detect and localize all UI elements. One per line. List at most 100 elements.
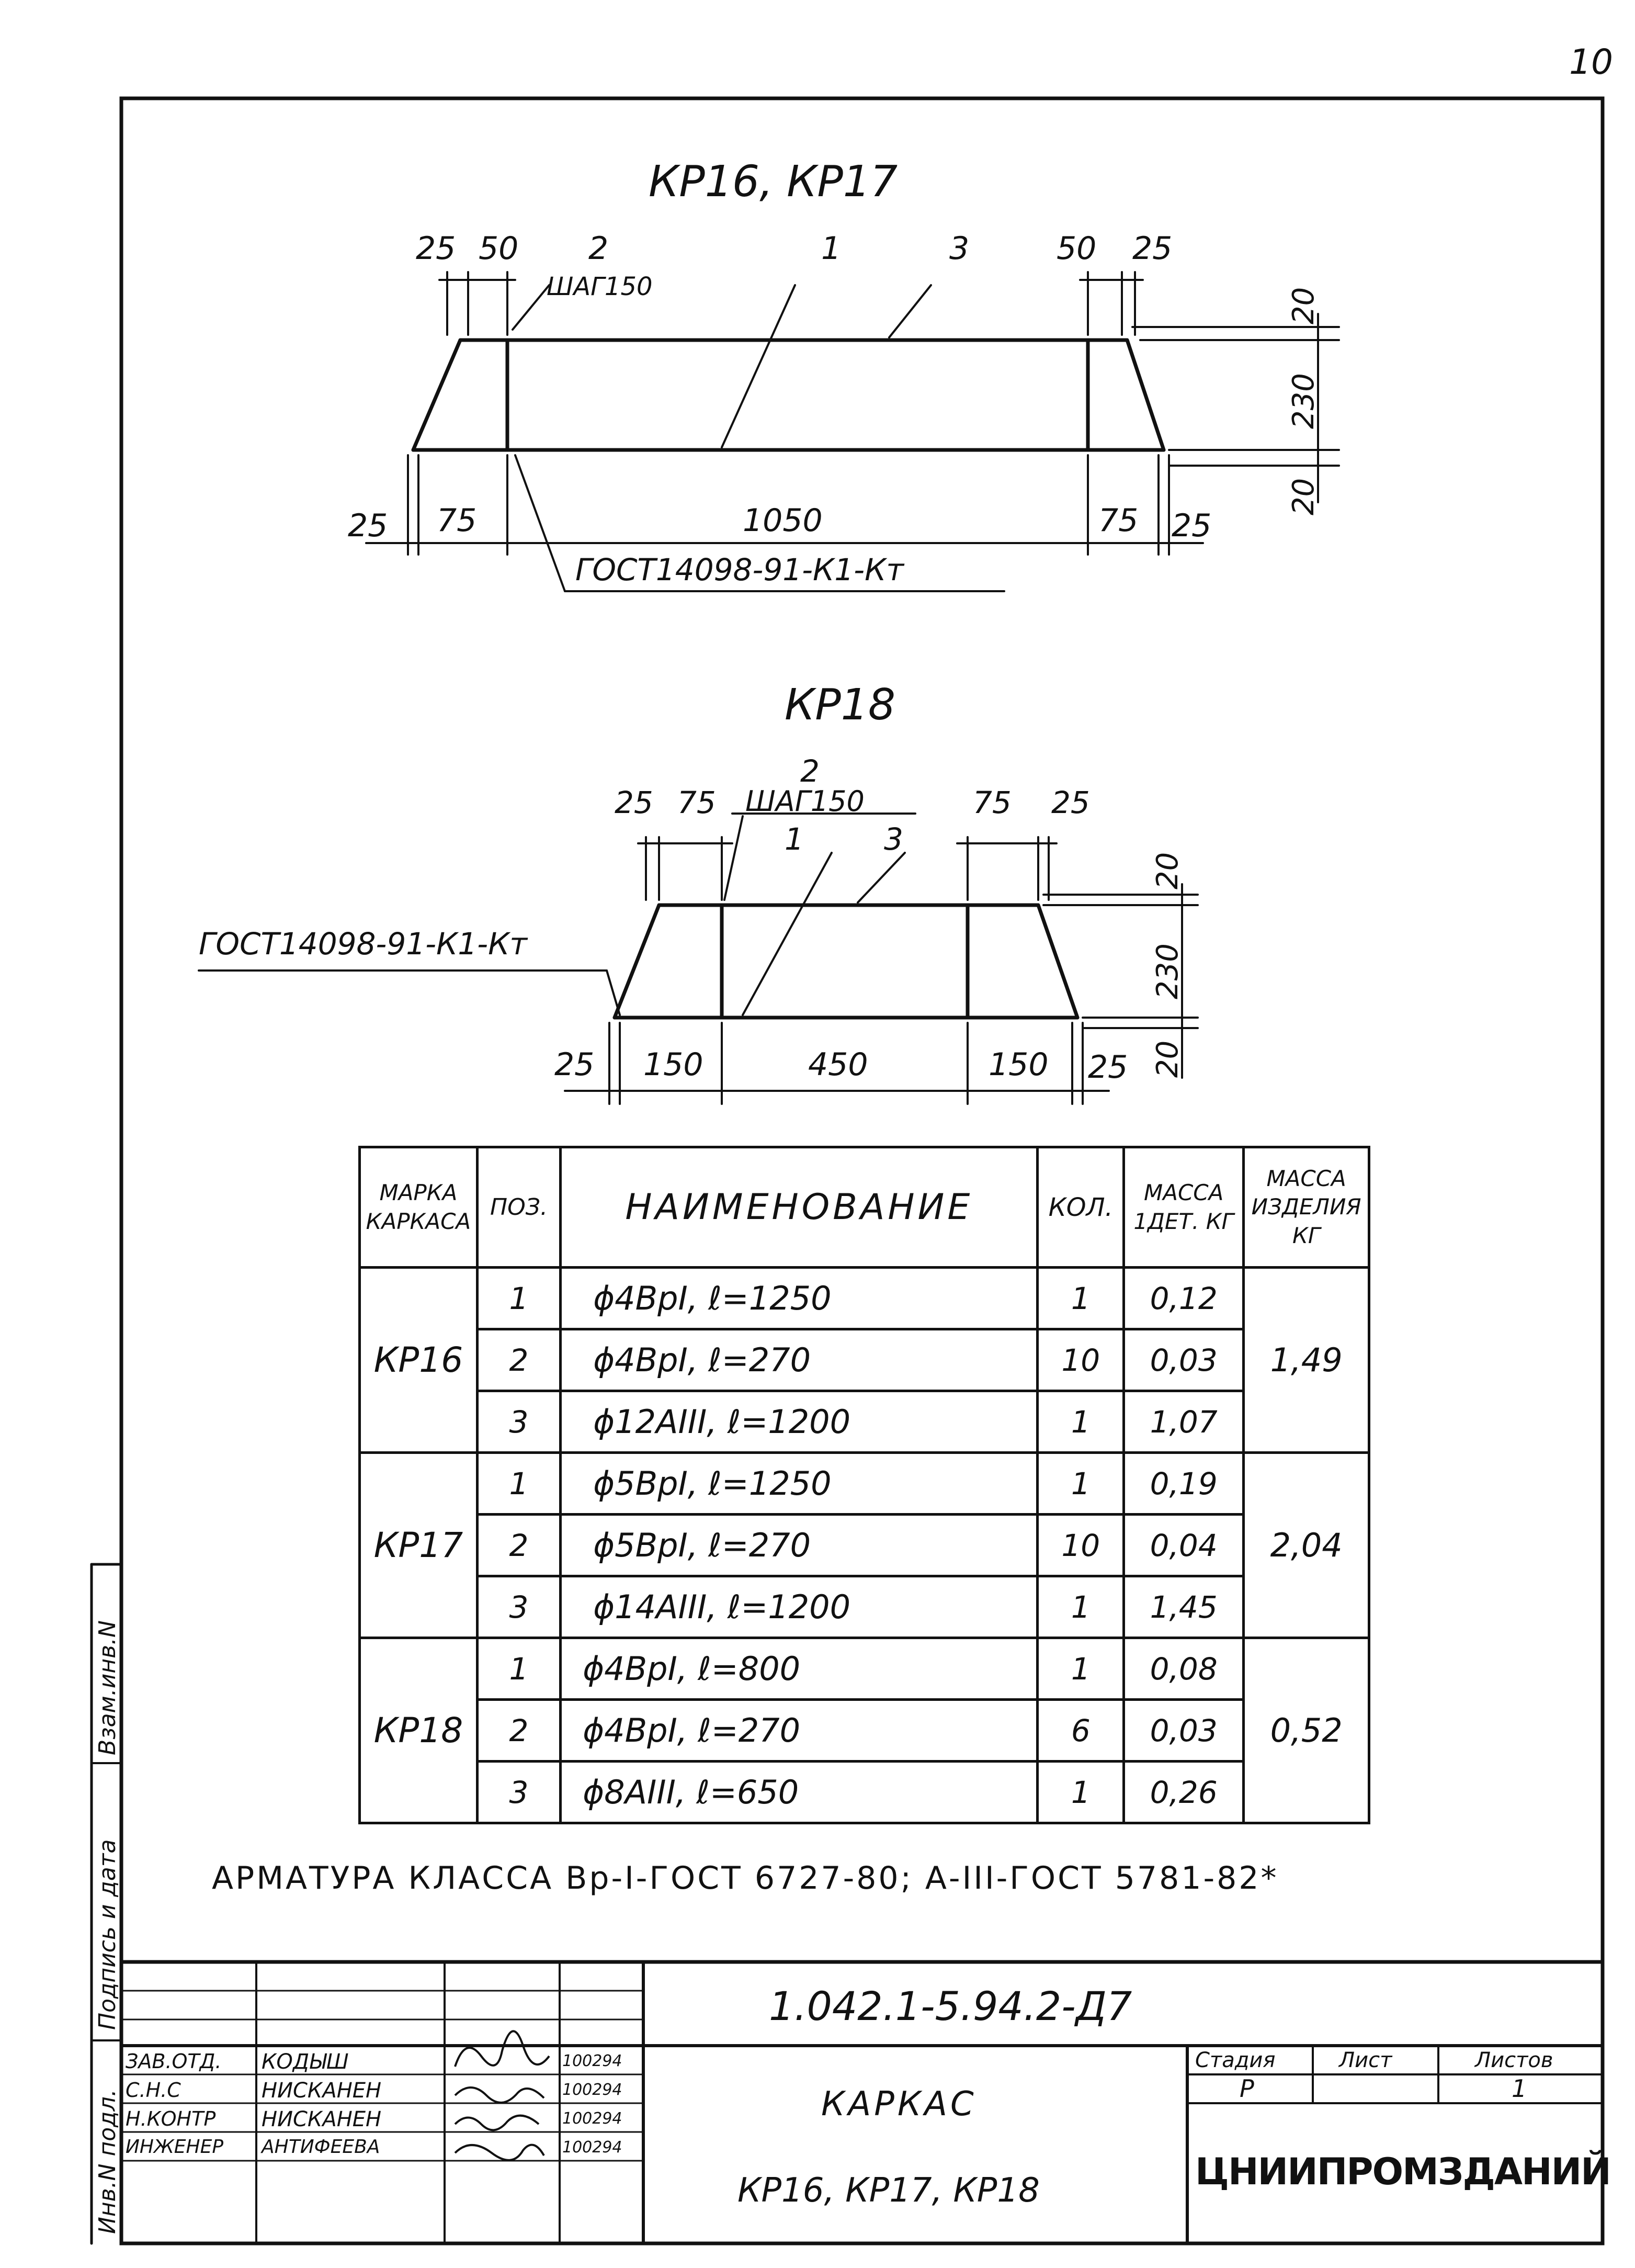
dimension-lines-2 [198,813,1199,1105]
signature-date: 100294 [562,2052,622,2070]
header-mark: МАРКА КАРКАСА [358,1146,479,1269]
mass-cell: 0,04 [1122,1513,1245,1577]
name-cell: ϕ8АIII, ℓ=650 [559,1760,1039,1824]
dim-25-bottom-right: 25 [1172,507,1212,544]
gost-label-1: ГОСТ14098-91-К1-Кт [575,552,904,588]
qty-cell: 10 [1036,1513,1126,1577]
qty-cell: 6 [1036,1698,1126,1763]
mark-cell: КР17 [358,1451,479,1639]
header-qty: КОЛ. [1036,1146,1126,1269]
table-row: 2 ϕ4ВрI, ℓ=270 6 0,03 [360,1698,1369,1763]
pos-cell: 2 [475,1513,562,1577]
signature-name: НИСКАНЕН [262,2107,382,2131]
dim-75-bottom-left: 75 [437,502,477,539]
qty-cell: 1 [1036,1637,1126,1701]
total-cell: 0,52 [1242,1637,1370,1824]
header-pos: ПОЗ. [475,1146,562,1269]
dim-25-bottom-right-2: 25 [1088,1049,1128,1086]
name-cell: ϕ12АIII, ℓ=1200 [559,1390,1039,1454]
mass-cell: 0,08 [1122,1637,1245,1701]
signature-name: АНТИФЕЕВА [262,2136,380,2158]
signature-date: 100294 [562,2081,622,2099]
sheets-header: Листов [1475,2048,1553,2072]
signature-mark [454,2086,545,2104]
dim-50-right-top: 50 [1057,230,1097,267]
step-label-2: ШАГ150 [745,785,865,818]
dim-25-right-top: 25 [1132,230,1173,267]
signature-mark [454,2143,545,2161]
dim-25-bottom-left-2: 25 [554,1046,595,1083]
signature-name: НИСКАНЕН [262,2079,382,2103]
dim-75-right-top-2: 75 [973,785,1012,820]
total-cell: 1,49 [1242,1266,1370,1454]
table-row: 2 ϕ4ВрI, ℓ=270 10 0,03 [360,1328,1369,1392]
qty-cell: 10 [1036,1328,1126,1392]
table-row: 2 ϕ5ВрI, ℓ=270 10 0,04 [360,1513,1369,1577]
pos-2-label-2: 2 [800,753,820,789]
name-cell: ϕ4ВрI, ℓ=800 [559,1637,1039,1701]
title-line-2: КР16, КР17, КР18 [737,2171,1040,2210]
signature-role: С.Н.С [126,2079,181,2102]
page-number: 10 [1569,42,1613,82]
mass-cell: 1,07 [1122,1390,1245,1454]
pos-2-label: 2 [588,230,609,267]
pos-cell: 1 [475,1637,562,1701]
name-cell: ϕ5ВрI, ℓ=1250 [559,1451,1039,1516]
signature-name: КОДЫШ [262,2050,349,2074]
name-cell: ϕ4ВрI, ℓ=270 [559,1328,1039,1392]
qty-cell: 1 [1036,1266,1126,1330]
sheets-value: 1 [1512,2074,1527,2103]
frame-drawing-kr18 [612,903,1080,1020]
total-cell: 2,04 [1242,1451,1370,1639]
sheet-header: Лист [1339,2048,1392,2072]
name-cell: ϕ14АIII, ℓ=1200 [559,1575,1039,1639]
pos-1-label-2: 1 [785,821,804,857]
mark-cell: КР16 [358,1266,479,1454]
signature-role: ЗАВ.ОТД. [126,2050,222,2073]
mass-cell: 0,03 [1122,1698,1245,1763]
dim-150-bottom-left-2: 150 [643,1046,703,1083]
mass-cell: 0,26 [1122,1760,1245,1824]
reinforcement-note: АРМАТУРА КЛАССА Вр-I-ГОСТ 6727-80; А-III… [212,1860,1279,1897]
header-name: НАИМЕНОВАНИЕ [559,1146,1039,1269]
pos-cell: 3 [475,1390,562,1454]
name-cell: ϕ5ВрI, ℓ=270 [559,1513,1039,1577]
mass-cell: 0,12 [1122,1266,1245,1330]
dim-75-left-top-2: 75 [677,785,716,820]
signature-date: 100294 [562,2109,622,2128]
mass-cell: 0,19 [1122,1451,1245,1516]
dim-75-bottom-right: 75 [1098,502,1139,539]
table-row: КР16 1 ϕ4ВрI, ℓ=1250 1 0,12 1,49 [358,1266,1370,1454]
signature-role: Н.КОНТР [126,2107,216,2130]
pos-cell: 3 [475,1575,562,1639]
pos-cell: 1 [475,1266,562,1330]
pos-cell: 2 [475,1698,562,1763]
qty-cell: 1 [1036,1390,1126,1454]
mass-cell: 0,03 [1122,1328,1245,1392]
dim-450-bottom-2: 450 [808,1046,868,1083]
name-cell: ϕ4ВрI, ℓ=1250 [559,1266,1039,1330]
signature-role: ИНЖЕНЕР [126,2136,224,2158]
mass-cell: 1,45 [1122,1575,1245,1639]
dim-150-bottom-right-2: 150 [989,1046,1049,1083]
pos-3-label: 3 [949,230,970,267]
dim-1050-bottom: 1050 [743,502,823,539]
table-row: 3 ϕ8АIII, ℓ=650 1 0,26 [360,1760,1369,1824]
pos-3-label-2: 3 [884,821,903,857]
table-row: 3 ϕ14АIII, ℓ=1200 1 1,45 [360,1575,1369,1639]
pos-cell: 3 [475,1760,562,1824]
dim-25-bottom-left: 25 [348,507,388,544]
dim-50-left-top: 50 [479,230,519,267]
signature-date: 100294 [562,2138,622,2157]
dim-25-right-top-2: 25 [1051,785,1090,820]
table-row: 3 ϕ12АIII, ℓ=1200 1 1,07 [360,1390,1369,1454]
stage-header: Стадия [1195,2048,1276,2072]
pos-1-label: 1 [821,230,842,267]
qty-cell: 1 [1036,1575,1126,1639]
table-row: КР18 1 ϕ4ВрI, ℓ=800 1 0,08 0,52 [358,1637,1370,1824]
drawing2-title: КР18 [785,680,896,730]
document-code: 1.042.1-5.94.2-Д7 [769,1983,1132,2029]
signature-mark [454,2114,540,2131]
